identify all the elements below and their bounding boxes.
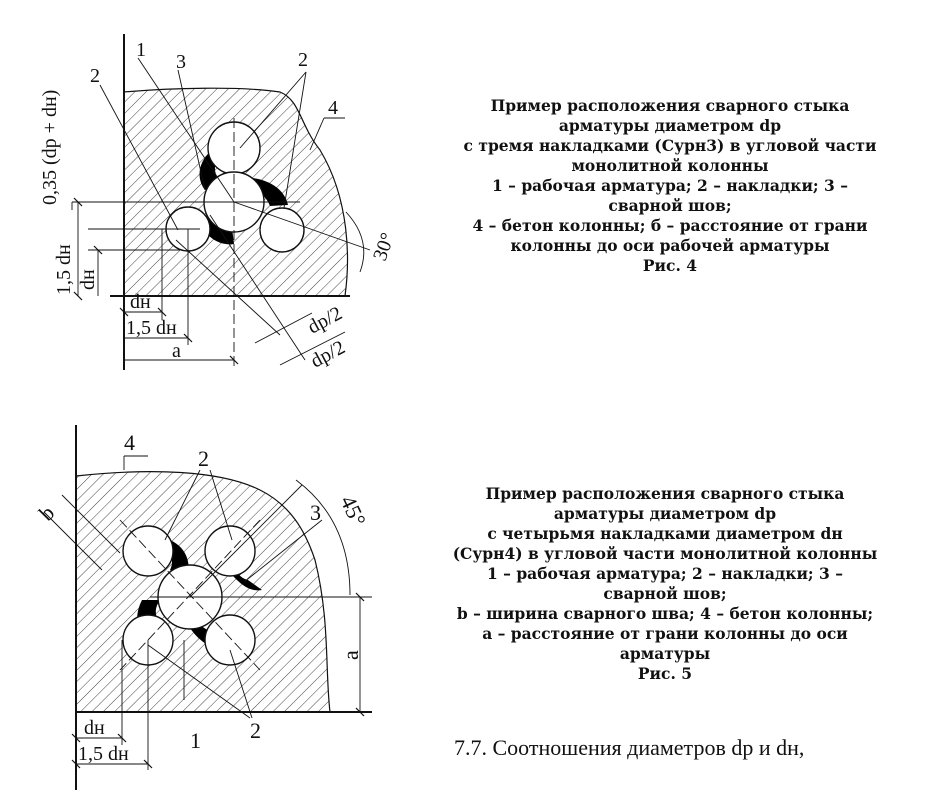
caption-line: арматуры диаметром dр	[553, 504, 777, 523]
fig5-num-2-bottom: 2	[250, 718, 261, 743]
caption-line: 1 – рабочая арматура; 2 – накладки; 3 –	[487, 564, 843, 583]
fig4-num-2b: 2	[298, 49, 308, 71]
caption-line: сварной шов;	[608, 196, 732, 215]
fig5-num-4: 4	[124, 430, 135, 455]
fig4-label-035: 0,35 (dр + dн)	[39, 90, 61, 205]
fig4-label-dn-h: dн	[130, 291, 151, 313]
caption-line: 4 – бетон колонны; б – расстояние от гра…	[472, 216, 868, 235]
caption-line: с тремя накладками (Сурн3) в угловой час…	[463, 136, 877, 155]
caption-line: сварной шов;	[603, 584, 727, 603]
fig5-label-angle: 45°	[335, 492, 371, 530]
fig4-label-dp2-2: dр/2	[307, 336, 349, 372]
figure-4: 0,35 (dр + dн) 1,5 dн dн dн 1,5 dн a dр/…	[39, 34, 399, 372]
fig5-label-b: b	[34, 500, 59, 525]
fig4-label-dn-v: dн	[77, 269, 99, 290]
fig4-label-a: a	[172, 340, 181, 362]
paragraph-7-7: 7.7. Соотношения диаметров dр и dн,	[454, 735, 805, 760]
fig4-num-3: 3	[176, 51, 186, 73]
caption-line: Пример расположения сварного стыка	[490, 96, 850, 115]
fig5-label-15dn: 1,5 dн	[78, 743, 129, 765]
fig5-bars	[122, 525, 256, 666]
fig5-label-dn: dн	[84, 717, 105, 739]
fig5-num-2-top: 2	[198, 446, 209, 471]
fig4-num-1: 1	[136, 39, 146, 61]
fig4-num-4: 4	[328, 97, 338, 119]
caption-line: Рис. 4	[642, 256, 698, 275]
caption-line: колонны до оси рабочей арматуры	[510, 236, 830, 255]
figure-5: 4 b 2 3 45° a dн 1,5 dн 1 2	[34, 425, 372, 790]
fig4-label-15dn-h: 1,5 dн	[126, 317, 177, 339]
fig5-splice-bar-br	[204, 614, 256, 666]
fig5-num-3: 3	[310, 500, 321, 525]
fig5-label-a: a	[338, 650, 363, 660]
caption-line: с четырьмя накладками диаметром dн	[487, 524, 843, 543]
fig4-label-dp2-1: dр/2	[304, 302, 346, 338]
caption-line: арматуры	[619, 644, 711, 663]
fig4-label-15dn-v: 1,5 dн	[53, 244, 75, 295]
fig4-label-angle: 30°	[369, 230, 399, 264]
caption-line: арматуры диаметром dр	[558, 116, 782, 135]
caption-line: 1 – рабочая арматура; 2 – накладки; 3 –	[492, 176, 848, 195]
caption-line: Пример расположения сварного стыка	[485, 484, 845, 503]
fig5-splice-bar-tr	[204, 525, 256, 577]
fig5-num-1: 1	[190, 728, 201, 753]
caption-line: (Сурн4) в угловой части монолитной колон…	[452, 544, 878, 563]
caption-line: монолитной колонны	[571, 156, 769, 175]
fig4-splice-bar-right	[259, 207, 305, 253]
caption-line: а – расстояние от грани колонны до оси	[482, 624, 848, 643]
fig4-num-2a: 2	[90, 65, 100, 87]
caption-line: b – ширина сварного шва; 4 – бетон колон…	[456, 604, 874, 623]
fig5-splice-bar-tl	[122, 525, 174, 577]
caption-line: Рис. 5	[637, 664, 693, 683]
